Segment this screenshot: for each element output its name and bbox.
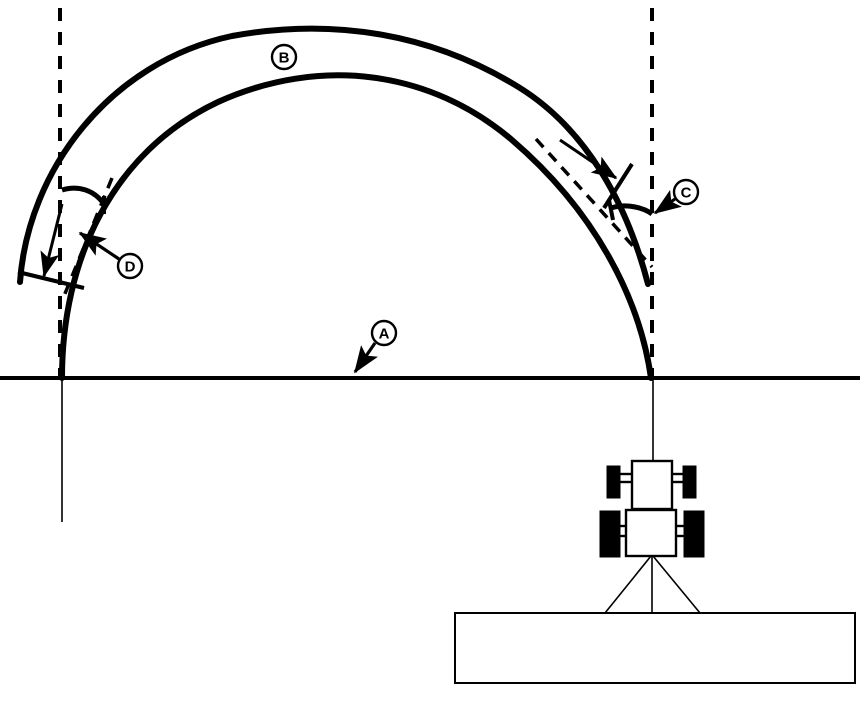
callout-c-label: C bbox=[681, 185, 692, 202]
rear-left-wheel bbox=[599, 510, 621, 558]
callout-c-circle[interactable] bbox=[672, 178, 700, 206]
rear-right-wheel bbox=[683, 510, 705, 558]
right-tangent-dashed-line bbox=[534, 137, 654, 269]
callout-d-circle[interactable] bbox=[116, 252, 144, 280]
callout-a[interactable]: A bbox=[370, 319, 398, 347]
tractor-rear-body bbox=[624, 508, 678, 558]
right-angle-arc-mark bbox=[610, 203, 654, 217]
angle-marks bbox=[61, 185, 654, 221]
left-angle-arc-mark bbox=[61, 185, 107, 206]
callout-b-circle[interactable] bbox=[270, 43, 298, 71]
callout-b[interactable]: B bbox=[270, 43, 298, 71]
callout-bubbles: A B C D bbox=[116, 43, 700, 347]
implement-rectangle bbox=[454, 612, 856, 684]
dimension-arrows bbox=[40, 138, 618, 278]
callout-d-label: D bbox=[125, 259, 136, 276]
thin-vertical-lines bbox=[61, 378, 654, 522]
right-dimension-arrow bbox=[559, 138, 618, 180]
callout-leaders bbox=[78, 189, 682, 374]
right-angle-tick-mark bbox=[607, 199, 615, 221]
hitch-links bbox=[604, 555, 701, 614]
tractor bbox=[599, 459, 705, 558]
left-dimension-arrow bbox=[40, 203, 64, 278]
front-axles bbox=[620, 472, 683, 484]
callout-d[interactable]: D bbox=[116, 252, 144, 280]
hitch-right-link bbox=[652, 555, 701, 614]
left-measurement-tick bbox=[17, 270, 85, 290]
callout-a-leader bbox=[353, 342, 378, 374]
callout-a-circle[interactable] bbox=[370, 319, 398, 347]
hitch-left-link bbox=[604, 555, 652, 614]
callout-b-label: B bbox=[279, 50, 290, 67]
callout-a-label: A bbox=[379, 326, 390, 343]
inner-arc-path bbox=[59, 72, 654, 381]
front-right-wheel bbox=[682, 465, 697, 499]
callout-d-leader bbox=[78, 231, 120, 261]
front-left-wheel bbox=[606, 465, 621, 499]
tractor-front-body bbox=[630, 459, 674, 511]
callout-c-leader bbox=[653, 189, 682, 215]
callout-c[interactable]: C bbox=[672, 178, 700, 206]
